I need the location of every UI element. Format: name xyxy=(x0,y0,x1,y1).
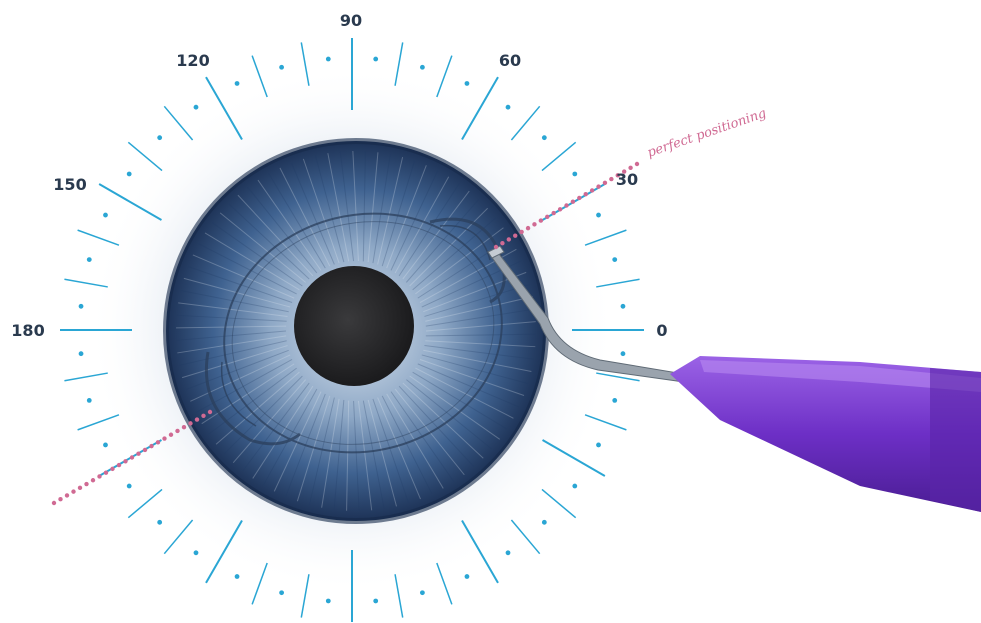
dial-dot xyxy=(542,520,547,525)
axis-dot xyxy=(500,241,504,245)
dial-dot xyxy=(127,484,132,489)
dial-dot xyxy=(572,172,577,177)
dial-dot xyxy=(621,304,626,309)
axis-dot xyxy=(78,486,82,490)
degree-label-0: 0 xyxy=(656,321,667,340)
dial-dot xyxy=(103,443,108,448)
dial-dot xyxy=(373,599,378,604)
dial-dot xyxy=(157,520,162,525)
axis-dot xyxy=(104,470,108,474)
axis-dot xyxy=(182,425,186,429)
axis-dot xyxy=(110,467,114,471)
annotation-perfect-positioning: perfect positioning xyxy=(645,106,768,161)
axis-dot xyxy=(609,177,613,181)
axis-dot xyxy=(201,414,205,418)
axis-dot xyxy=(590,188,594,192)
dial-dot xyxy=(572,484,577,489)
axis-dot xyxy=(97,474,101,478)
axis-dot xyxy=(551,211,555,215)
dial-dot xyxy=(157,135,162,140)
axis-dot xyxy=(188,421,192,425)
axis-dot xyxy=(117,463,121,467)
dial-dot xyxy=(235,81,240,86)
dial-dot xyxy=(420,590,425,595)
axis-dot xyxy=(507,237,511,241)
dial-dot xyxy=(326,599,331,604)
axis-dot xyxy=(195,417,199,421)
dial-dot xyxy=(465,574,470,579)
degree-label-60: 60 xyxy=(499,51,521,70)
axis-dot xyxy=(519,230,523,234)
dial-dot xyxy=(420,65,425,70)
dial-dot xyxy=(465,81,470,86)
dial-dot xyxy=(194,550,199,555)
axis-dot xyxy=(84,482,88,486)
dial-dot xyxy=(506,550,511,555)
axis-dot xyxy=(577,196,581,200)
dial-dot xyxy=(79,351,84,356)
dial-dot xyxy=(235,574,240,579)
axis-dot xyxy=(635,162,639,166)
dial-dot xyxy=(612,398,617,403)
dial-dot xyxy=(596,213,601,218)
dial-dot xyxy=(87,398,92,403)
dial-dot xyxy=(373,57,378,62)
dial-dot xyxy=(542,135,547,140)
dial-dot xyxy=(506,105,511,110)
axis-dot xyxy=(149,444,153,448)
axis-dot xyxy=(603,181,607,185)
axis-dot xyxy=(91,478,95,482)
axis-dot xyxy=(71,489,75,493)
axis-dot xyxy=(58,497,62,501)
axis-dot xyxy=(564,203,568,207)
dial-dot xyxy=(596,443,601,448)
axis-dot xyxy=(558,207,562,211)
dial-dot xyxy=(279,590,284,595)
dial-dot xyxy=(326,57,331,62)
axis-dot xyxy=(571,200,575,204)
dial-dot xyxy=(79,304,84,309)
axis-dot xyxy=(526,226,530,230)
axis-dot xyxy=(162,436,166,440)
degree-label-90: 90 xyxy=(340,11,362,30)
degree-label-30: 30 xyxy=(616,170,638,189)
dial-dot xyxy=(612,257,617,262)
axis-dot xyxy=(169,433,173,437)
axis-dot xyxy=(123,459,127,463)
eye-icon xyxy=(166,141,546,521)
axis-dot xyxy=(136,452,140,456)
axis-dot xyxy=(532,222,536,226)
dial-dot xyxy=(621,351,626,356)
axis-dot xyxy=(584,192,588,196)
axis-dot xyxy=(545,215,549,219)
degree-label-150: 150 xyxy=(53,175,86,194)
degree-label-120: 120 xyxy=(176,51,209,70)
dial-dot xyxy=(194,105,199,110)
degree-label-180: 180 xyxy=(11,321,44,340)
dial-dot xyxy=(127,172,132,177)
axis-dot xyxy=(130,455,134,459)
axis-dot xyxy=(539,218,543,222)
axis-dot xyxy=(513,233,517,237)
axis-dot xyxy=(143,448,147,452)
axis-dot xyxy=(52,501,56,505)
dial-dot xyxy=(103,213,108,218)
axis-dot xyxy=(208,410,212,414)
dial-dot xyxy=(279,65,284,70)
axis-dot xyxy=(156,440,160,444)
axis-dot xyxy=(494,245,498,249)
pupil xyxy=(294,266,414,386)
dial-dot xyxy=(87,257,92,262)
axis-dot xyxy=(596,184,600,188)
axis-dot xyxy=(65,493,69,497)
axis-dot xyxy=(175,429,179,433)
